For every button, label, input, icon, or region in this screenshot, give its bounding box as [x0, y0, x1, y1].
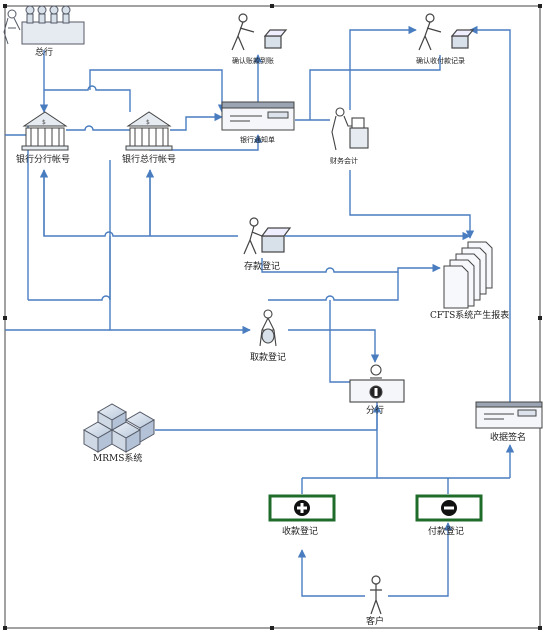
bank-notice-icon	[221, 101, 295, 131]
cfts-report-icon	[443, 241, 493, 309]
payment-register-icon	[415, 494, 483, 522]
head-office-icon	[3, 5, 85, 45]
customer-label: 客户	[366, 617, 385, 627]
receipt-signature-icon	[475, 401, 543, 429]
confirm-payment-label: 确认收付款记录	[416, 57, 465, 65]
deposit-register-icon	[243, 217, 292, 255]
payment-register-label: 付款登记	[428, 527, 465, 537]
bank-head-account-icon: $	[125, 111, 173, 151]
customer-icon	[370, 575, 382, 615]
svg-text:$: $	[42, 119, 46, 126]
head-office-label: 总行	[35, 48, 54, 58]
deposit-register-label: 存款登记	[244, 262, 281, 272]
withdraw-register-icon	[259, 309, 277, 347]
collection-register-icon	[268, 494, 336, 522]
bank-branch-account-icon: $	[21, 111, 69, 151]
mrms-system-label: MRMS系统	[93, 454, 143, 464]
branch-icon	[349, 364, 405, 403]
bank-branch-account-label: 银行分行帐号	[16, 155, 71, 165]
confirm-payment-icon	[418, 13, 475, 51]
branch-label: 分行	[366, 406, 385, 416]
svg-text:$: $	[146, 119, 150, 126]
connector-lines	[5, 25, 515, 597]
bank-head-account-label: 银行总行帐号	[122, 155, 177, 165]
finance-accounting-icon	[331, 107, 369, 151]
mrms-system-icon	[82, 403, 156, 453]
confirm-receipt-label: 确认账款到账	[232, 57, 274, 65]
confirm-receipt-icon	[231, 13, 288, 51]
finance-accounting-label: 财务会计	[330, 157, 358, 165]
withdraw-register-label: 取款登记	[250, 353, 287, 363]
bank-notice-label: 银行通知单	[240, 136, 275, 144]
collection-register-label: 收款登记	[282, 527, 319, 537]
receipt-signature-label: 收据签名	[490, 433, 527, 443]
cfts-report-label: CFTS系统产生报表	[430, 311, 510, 321]
